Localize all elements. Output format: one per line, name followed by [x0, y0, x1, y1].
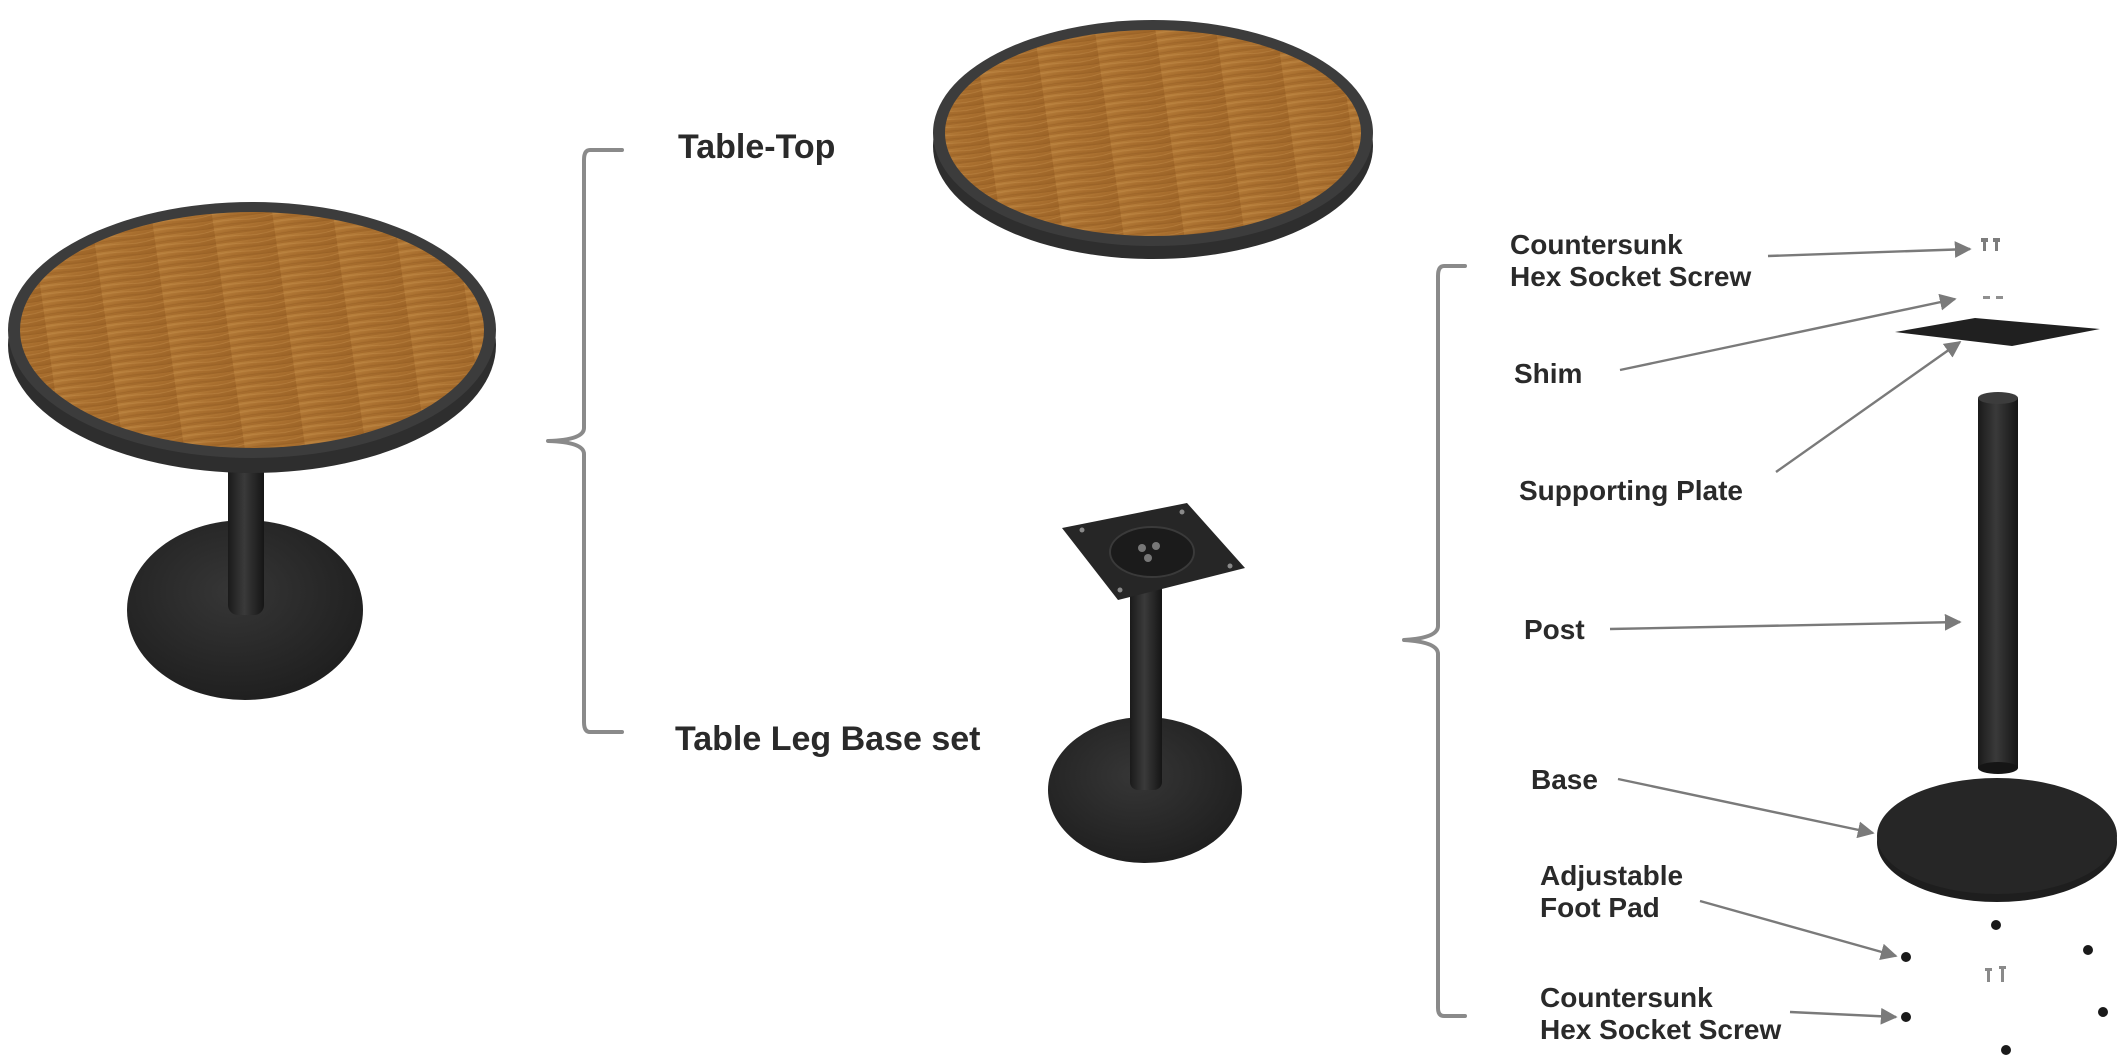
leg-base-post [1130, 575, 1162, 790]
assembled-post [228, 430, 264, 615]
label-countersunk-top: Countersunk Hex Socket Screw [1510, 229, 1751, 292]
leg-base-set [1048, 503, 1245, 863]
foot-pads [1901, 920, 2093, 962]
arrow-foot-pad [1699, 899, 1898, 961]
label-supporting-plate: Supporting Plate [1519, 475, 1743, 506]
label-post: Post [1524, 614, 1585, 645]
assembled-table [8, 202, 496, 700]
leg-base-plate-hub [1109, 526, 1195, 578]
bottom-screws [1901, 966, 2108, 1055]
label-foot-pad: Adjustable Foot Pad [1540, 860, 1691, 923]
leg-base-label: Table Leg Base set [675, 720, 981, 758]
leader-arrows [1609, 241, 1972, 1025]
top-screws [1981, 238, 2000, 251]
label-base: Base [1531, 764, 1598, 795]
arrow-post [1609, 613, 1962, 631]
arrow-screw-top [1767, 241, 1972, 258]
assembly-brace [546, 148, 624, 734]
table-top-label: Table-Top [678, 128, 835, 166]
table-top-part [933, 20, 1373, 259]
table-top-wood [945, 30, 1361, 236]
assembled-top-wood [20, 212, 484, 448]
arrow-shim [1619, 293, 1957, 372]
post [1978, 392, 2018, 774]
parts-brace [1402, 264, 1467, 1018]
arrow-base [1617, 777, 1875, 839]
shims [1983, 296, 2003, 299]
label-shim: Shim [1514, 358, 1582, 389]
exploded-parts [1877, 238, 2117, 1055]
arrow-supporting-plate [1775, 341, 1962, 473]
arrow-screw-bottom [1789, 1007, 1898, 1025]
label-countersunk-bottom: Countersunk Hex Socket Screw [1540, 982, 1781, 1045]
supporting-plate [1895, 318, 2100, 346]
